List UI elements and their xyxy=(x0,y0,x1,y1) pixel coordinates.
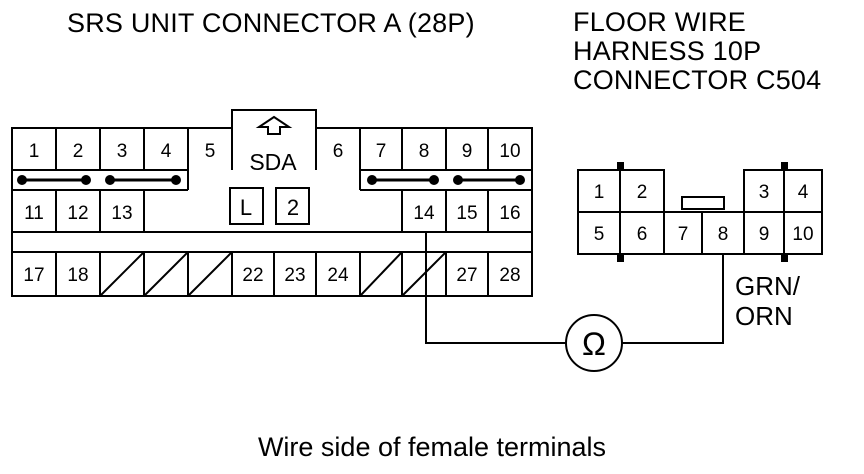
shorting-bar-dot xyxy=(367,175,377,185)
terminal-a5: 5 xyxy=(205,141,216,162)
terminal-a2: 2 xyxy=(73,141,84,162)
ohm-symbol: Ω xyxy=(582,326,606,362)
terminal-c2: 2 xyxy=(637,182,648,203)
terminal-a27: 27 xyxy=(456,265,477,286)
terminal-a7: 7 xyxy=(376,141,387,162)
terminal-c9: 9 xyxy=(759,224,770,245)
terminal-a13: 13 xyxy=(111,203,132,224)
terminal-c3: 3 xyxy=(759,182,770,203)
connector-a-outline xyxy=(11,109,533,297)
shorting-bar-dot xyxy=(17,175,27,185)
terminal-a3: 3 xyxy=(117,141,128,162)
shorting-bar-dot xyxy=(81,175,91,185)
empty-cavity-slash xyxy=(187,251,233,297)
c504-peg xyxy=(781,254,788,262)
terminal-a28: 28 xyxy=(499,265,520,286)
terminal-a9: 9 xyxy=(462,141,473,162)
terminal-a14: 14 xyxy=(413,203,435,224)
shorting-bar-dot xyxy=(429,175,439,185)
terminal-a10: 10 xyxy=(499,141,520,162)
terminal-c8: 8 xyxy=(718,224,729,245)
ohmmeter-icon xyxy=(565,314,623,372)
shorting-bar-dot xyxy=(515,175,525,185)
empty-cavity-slash xyxy=(99,251,145,297)
shorting-bar-dot xyxy=(171,175,181,185)
terminal-a24: 24 xyxy=(327,265,349,286)
wire-color-line-2: ORN xyxy=(735,301,793,331)
terminal-a11: 11 xyxy=(24,203,44,224)
empty-cavity-slash xyxy=(359,251,403,297)
terminal-a1: 1 xyxy=(29,141,40,162)
terminal-c10: 10 xyxy=(792,224,813,245)
wire-color-line-1: GRN/ xyxy=(735,271,801,301)
terminal-a18: 18 xyxy=(67,265,88,286)
terminal-a17: 17 xyxy=(23,265,44,286)
sda-label: SDA xyxy=(249,149,297,175)
terminal-c7: 7 xyxy=(678,224,689,245)
terminal-c4: 4 xyxy=(798,182,809,203)
terminal-a22: 22 xyxy=(242,265,263,286)
terminal-a6: 6 xyxy=(333,141,344,162)
up-arrow-icon xyxy=(255,115,293,135)
c504-peg xyxy=(617,254,624,262)
terminal-a8: 8 xyxy=(419,141,430,162)
terminal-a16: 16 xyxy=(499,203,520,224)
floor-harness-title-line-1: FLOOR WIRE xyxy=(573,7,747,37)
shorting-bar-dot xyxy=(105,175,115,185)
terminal-a15: 15 xyxy=(456,203,477,224)
footnote-caption: Wire side of female terminals xyxy=(257,432,607,462)
terminal-a12: 12 xyxy=(67,203,88,224)
empty-cavity-slash xyxy=(401,251,447,297)
center-box-2-label: 2 xyxy=(287,195,299,220)
c504-peg xyxy=(617,162,624,170)
shorting-bar-dot xyxy=(453,175,463,185)
center-box-2 xyxy=(275,187,310,225)
floor-harness-title-line-2: HARNESS 10P xyxy=(573,36,762,66)
terminal-a4: 4 xyxy=(161,141,172,162)
floor-harness-title-line-3: CONNECTOR C504 xyxy=(573,65,822,95)
terminal-c5: 5 xyxy=(594,224,605,245)
terminal-c1: 1 xyxy=(594,182,605,203)
test-lead-wire xyxy=(425,232,724,344)
srs-connector-title: SRS UNIT CONNECTOR A (28P) xyxy=(67,8,475,38)
center-box-l-label: L xyxy=(240,195,252,220)
c504-peg xyxy=(781,162,788,170)
terminal-a23: 23 xyxy=(284,265,305,286)
empty-cavity-slash xyxy=(143,251,189,297)
terminal-c6: 6 xyxy=(637,224,648,245)
center-box-l xyxy=(229,187,264,225)
c504-lock-tab xyxy=(681,196,725,210)
connector-c504-outline xyxy=(577,169,823,255)
